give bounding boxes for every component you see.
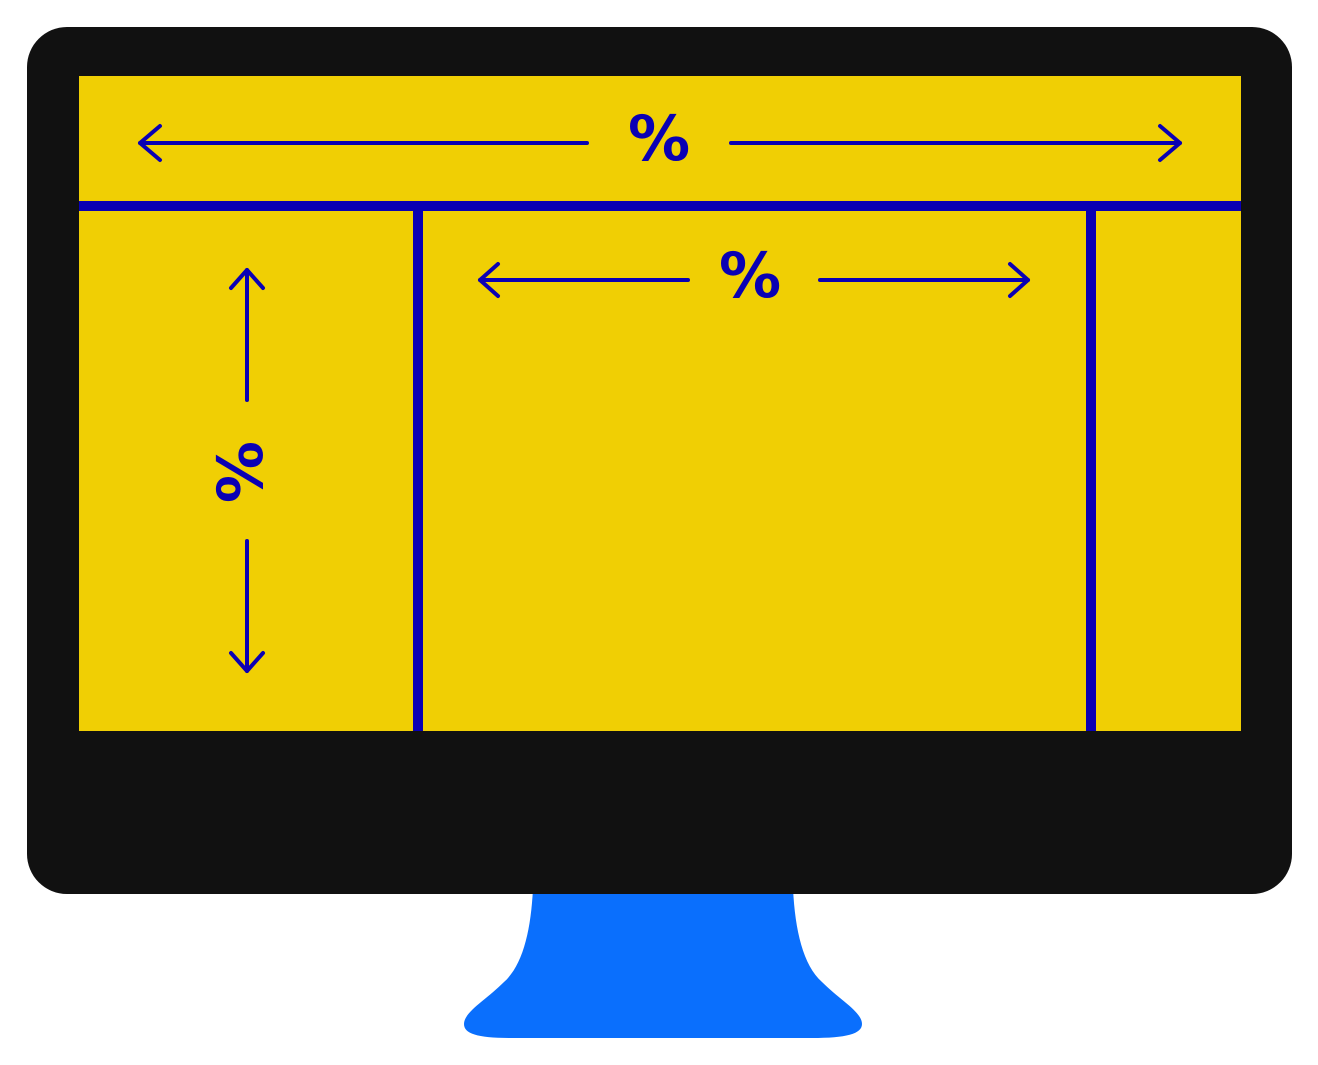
header-divider	[79, 201, 1241, 211]
header-width-arrow-icon	[138, 124, 1182, 162]
monitor-stand	[464, 888, 862, 1038]
sidebar-height-arrow-icon	[229, 268, 265, 673]
sidebar-height-label: %	[204, 441, 277, 503]
content-width-arrow-icon	[478, 262, 1030, 298]
content-width-label: %	[719, 239, 781, 312]
right-column-divider	[1086, 211, 1096, 731]
header-width-label: %	[628, 102, 690, 175]
left-column-divider	[413, 211, 423, 731]
monitor-screen	[79, 76, 1241, 731]
